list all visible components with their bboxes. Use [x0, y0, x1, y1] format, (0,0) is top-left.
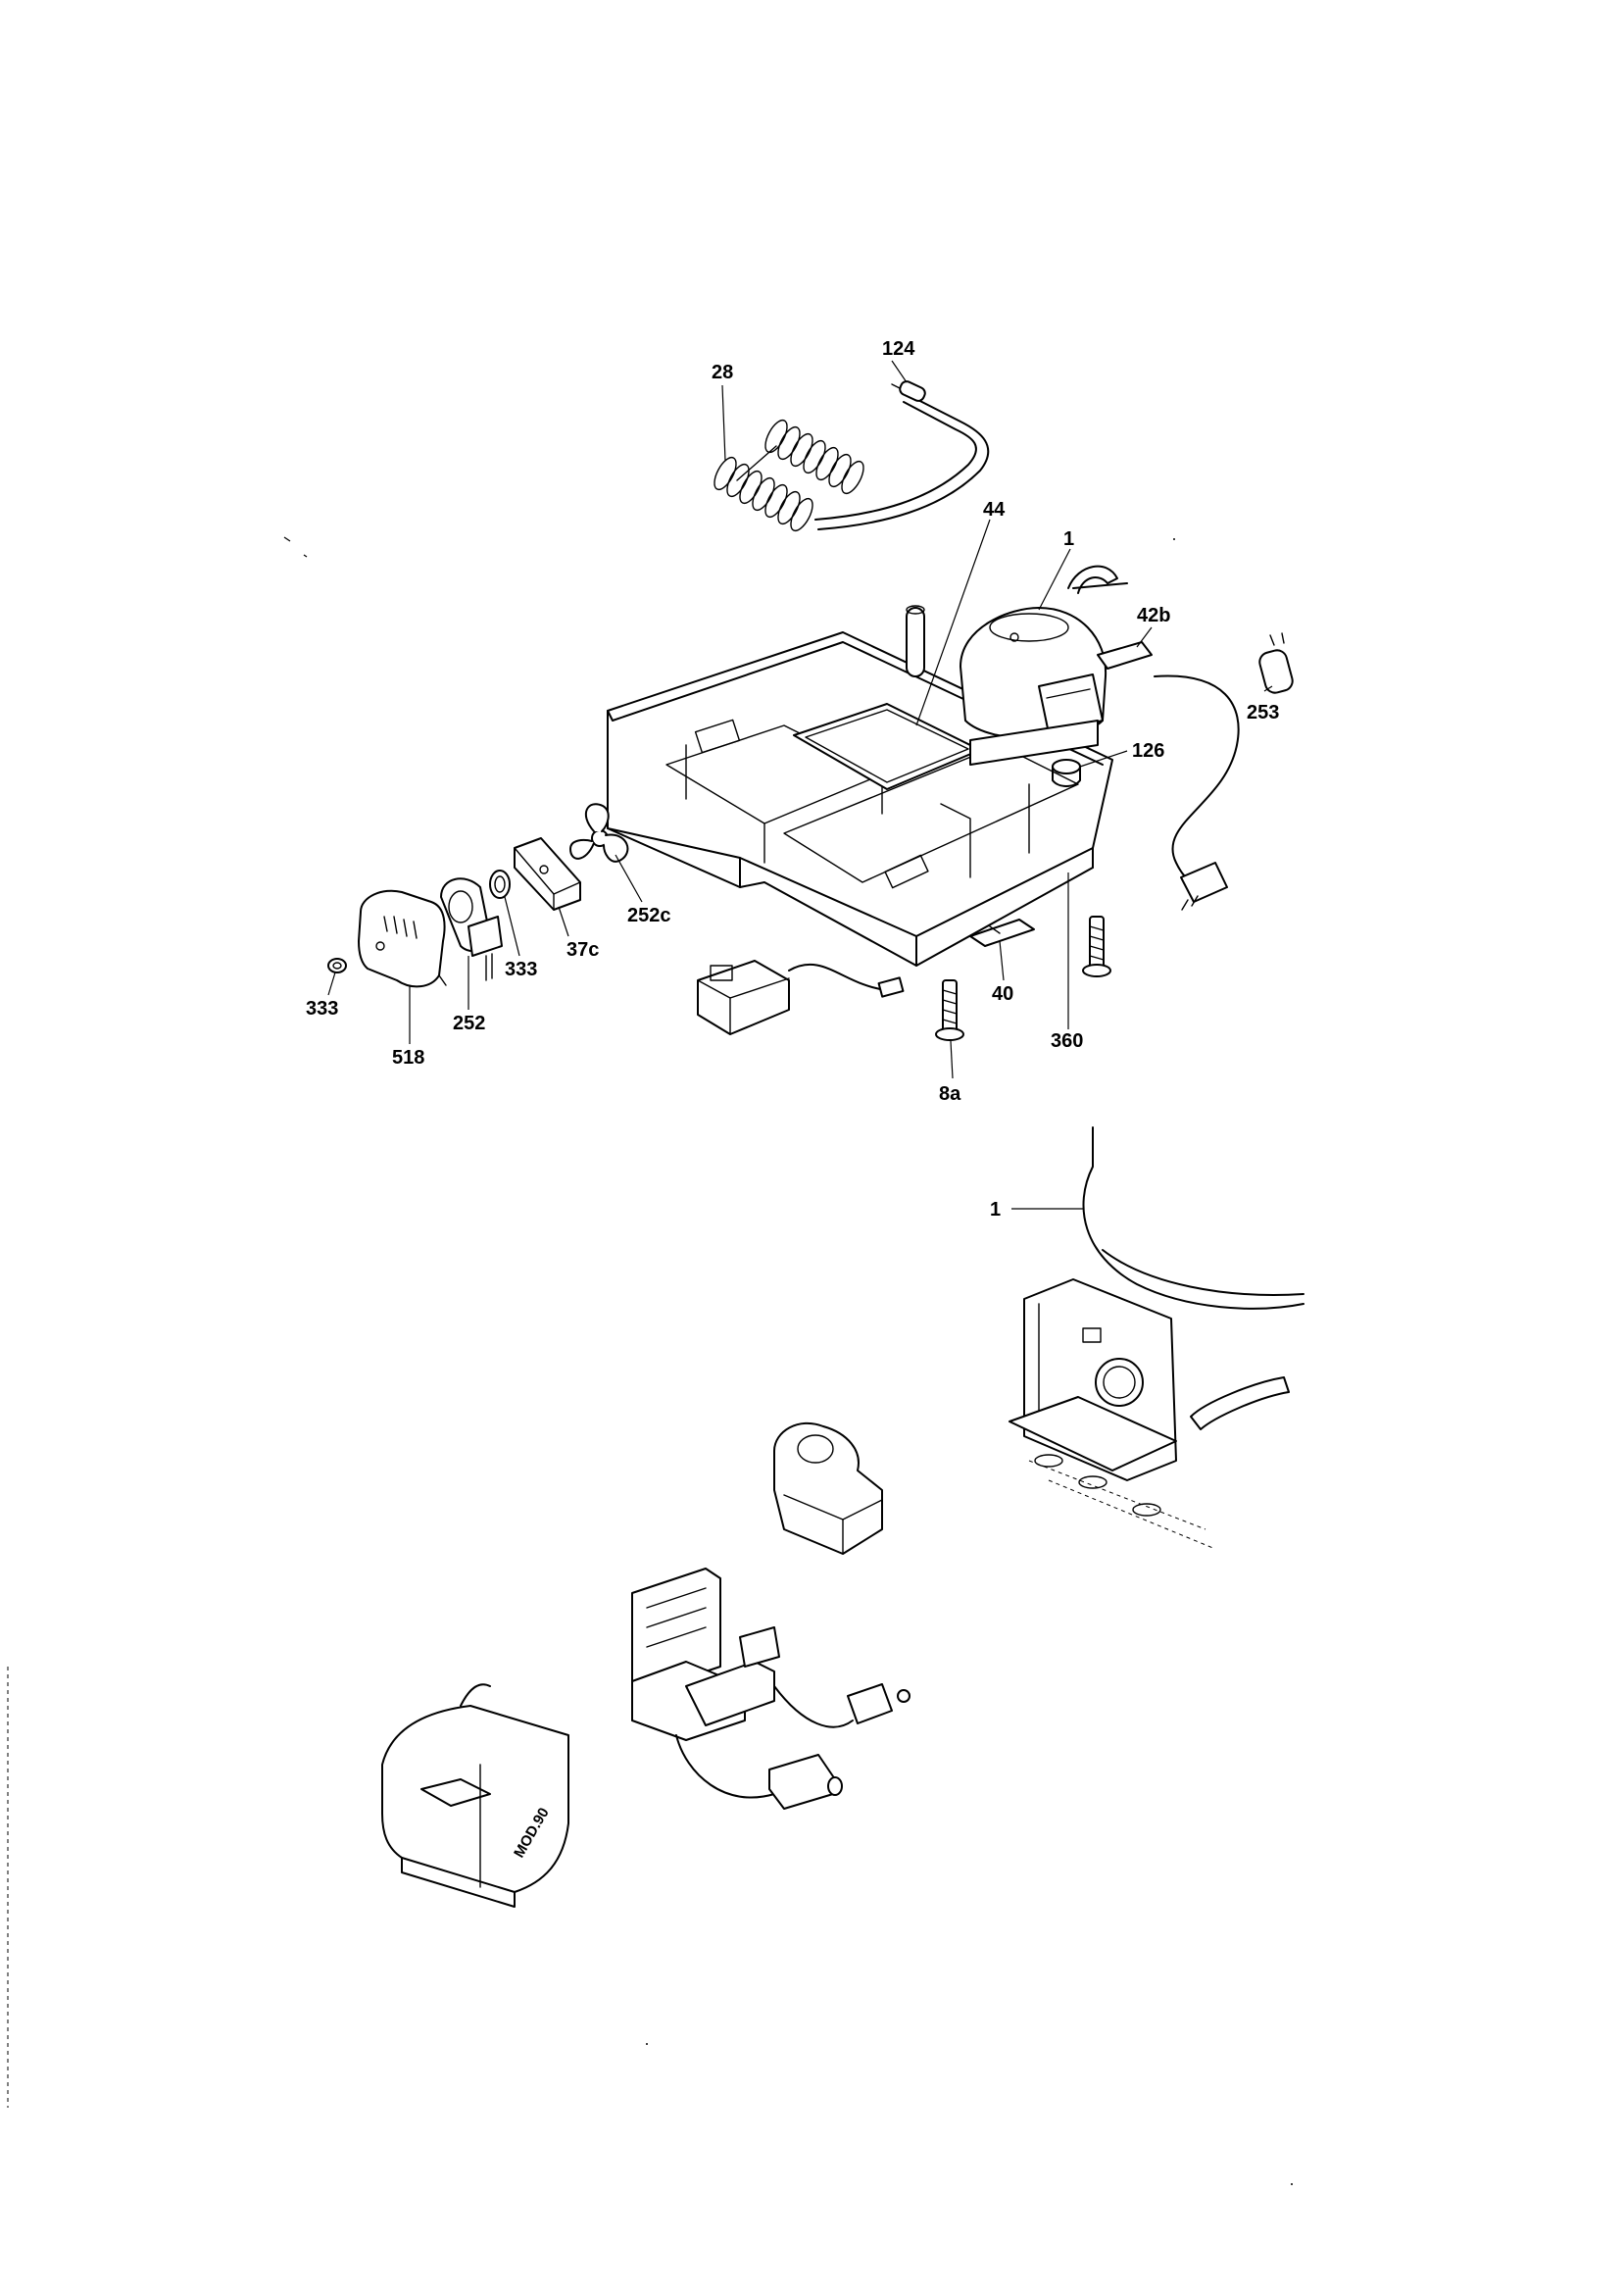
callout-252c: 252c — [627, 905, 671, 926]
callout-518: 518 — [392, 1047, 424, 1069]
screw-8a-part — [935, 979, 964, 1041]
relay-module-part — [697, 960, 905, 1035]
terminal-assembly-part — [631, 1568, 910, 1810]
callout-253: 253 — [1247, 702, 1279, 723]
callout-126: 126 — [1132, 740, 1164, 762]
callout-124: 124 — [882, 338, 915, 360]
motor-cover-part — [358, 889, 447, 988]
fan-mount-333-part — [489, 870, 511, 899]
clip-42b-part — [1097, 641, 1153, 670]
start-relay-part — [773, 1421, 883, 1555]
leader-lines-upper — [327, 360, 1273, 1079]
relay-cover-part: MOD.90 — [381, 1683, 569, 1908]
fan-shroud-part — [514, 837, 581, 911]
callout-252: 252 — [453, 1013, 485, 1034]
callout-40: 40 — [992, 983, 1013, 1005]
callout-37c: 37c — [566, 939, 599, 961]
coil-spirals-upper — [764, 419, 864, 495]
power-cord-part — [1154, 674, 1240, 911]
callout-1-detail: 1 — [990, 1199, 1001, 1221]
fan-motor-part — [440, 877, 503, 981]
drier-filter-part — [891, 380, 926, 402]
compressor-part — [960, 565, 1128, 766]
grommet-333-part — [327, 958, 347, 973]
coil-spirals-lower — [714, 456, 813, 532]
condenser-coil-part — [714, 393, 990, 532]
callout-42b: 42b — [1137, 605, 1170, 626]
callout-1-top: 1 — [1063, 528, 1074, 550]
callout-360: 360 — [1051, 1030, 1083, 1052]
bracket-40-part — [969, 919, 1035, 947]
callout-333-a: 333 — [505, 959, 537, 980]
scan-specks — [646, 538, 1293, 2185]
callout-44: 44 — [983, 499, 1006, 521]
capacitor-253-part — [1258, 632, 1294, 694]
screw-right-part — [1082, 916, 1111, 977]
compressor-detail-part: 1 — [990, 1126, 1304, 1550]
callout-333-b: 333 — [306, 998, 338, 1020]
scan-edge-marks — [7, 536, 308, 2108]
callout-8a: 8a — [939, 1083, 961, 1105]
callouts-upper: 124 28 44 1 42b 253 126 252c 37c 333 252… — [306, 338, 1279, 1105]
fan-blade-part — [569, 803, 629, 863]
callout-28: 28 — [712, 362, 733, 383]
